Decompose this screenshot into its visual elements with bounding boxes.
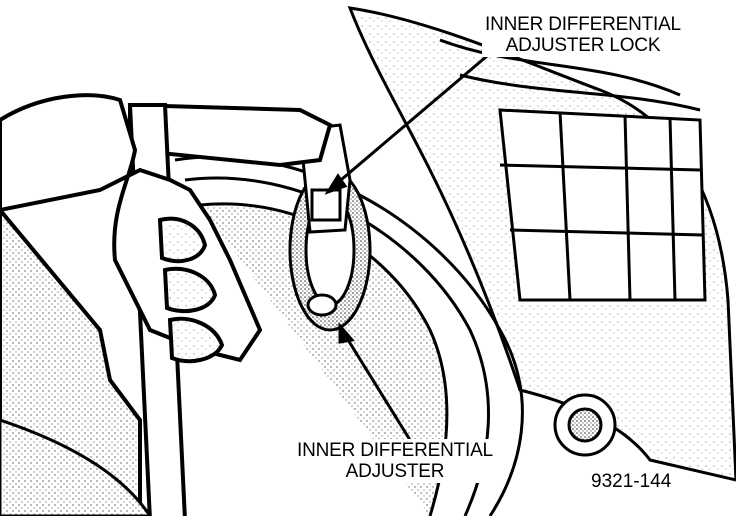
leader-line-adjuster xyxy=(343,334,412,441)
leader-line-lock xyxy=(334,43,501,187)
callout-lock-line2: ADJUSTER LOCK xyxy=(505,35,661,56)
callout-lock-line1: INNER DIFFERENTIAL xyxy=(485,14,681,35)
arrowhead-adjuster xyxy=(338,321,355,344)
arrowhead-lock xyxy=(324,173,348,195)
callout-adjuster-line1: INNER DIFFERENTIAL xyxy=(297,440,493,461)
leader-lines xyxy=(324,43,501,441)
transaxle-case xyxy=(347,6,736,482)
figure-number: 9321-144 xyxy=(588,470,675,494)
callout-adjuster-lock: INNER DIFFERENTIAL ADJUSTER LOCK xyxy=(482,13,684,57)
callout-adjuster: INNER DIFFERENTIAL ADJUSTER xyxy=(294,439,496,483)
callout-adjuster-line2: ADJUSTER xyxy=(345,461,445,482)
